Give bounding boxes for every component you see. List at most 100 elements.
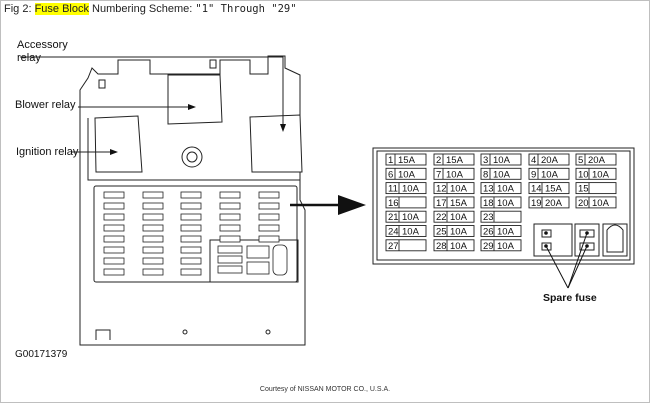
fuse-amperage: 10A xyxy=(450,241,468,252)
block-fuse-slot xyxy=(103,202,125,210)
fuse-amperage: 10A xyxy=(497,241,515,252)
fuse-cell-box xyxy=(575,182,617,195)
block-fuse-slot xyxy=(219,235,241,243)
diagram-code: G00171379 xyxy=(15,349,68,360)
block-fuse-slot xyxy=(180,257,202,265)
fuse-number: 28 xyxy=(436,241,447,252)
fuse-cell-box xyxy=(480,196,522,209)
fuse-amperage: 20A xyxy=(545,198,563,209)
block-fuse-slot xyxy=(142,202,164,210)
accessory-relay-label: Accessory relay xyxy=(17,39,68,64)
fuse-amperage: 10A xyxy=(493,169,511,180)
fuse-number: 21 xyxy=(388,212,399,223)
block-fuse-slot xyxy=(142,213,164,221)
fuse-cell-box xyxy=(433,182,475,195)
fuse-amperage: 10A xyxy=(402,184,420,195)
fuse-amperage: 20A xyxy=(588,155,606,166)
ignition-relay-shape xyxy=(94,115,143,173)
spare-fuse-leaders xyxy=(545,232,588,289)
block-fuse-slot xyxy=(180,202,202,210)
block-fuse-slot xyxy=(258,213,280,221)
fuse-number: 5 xyxy=(578,155,583,166)
fuse-number: 23 xyxy=(483,212,494,223)
figure-title: Fig 2: Fuse Block Numbering Scheme: "1" … xyxy=(4,3,297,15)
block-fuse-slot xyxy=(219,213,241,221)
block-fuse-slot xyxy=(142,268,164,276)
block-fuse-slot xyxy=(219,202,241,210)
fuse-amperage: 15A xyxy=(450,198,468,209)
title-prefix: Fig 2: xyxy=(4,3,35,15)
fuse-number: 20 xyxy=(578,198,589,209)
fuse-number: 12 xyxy=(436,184,447,195)
fuse-number: 9 xyxy=(531,169,536,180)
fuse-amperage: 10A xyxy=(497,198,515,209)
fuse-number: 4 xyxy=(531,155,536,166)
fuse-number: 26 xyxy=(483,227,494,238)
fuse-cell-5: 5 20A xyxy=(575,153,617,166)
fuse-number: 16 xyxy=(388,198,399,209)
fuse-amperage: 10A xyxy=(450,227,468,238)
fuse-number: 15 xyxy=(578,184,589,195)
fuse-number: 6 xyxy=(388,169,393,180)
credit-text: Courtesy of NISSAN MOTOR CO., U.S.A. xyxy=(259,386,391,393)
block-fuse-slot xyxy=(142,246,164,254)
fuse-cell-box xyxy=(480,182,522,195)
fuse-cell-box xyxy=(480,153,522,166)
block-fuse-slot xyxy=(258,191,280,199)
fuse-cell-box xyxy=(480,239,522,252)
fuse-cell-box xyxy=(385,239,427,252)
fuse-cell-box xyxy=(433,153,475,166)
block-fuse-slot xyxy=(103,235,125,243)
fuse-number: 29 xyxy=(483,241,494,252)
fuse-cell-16: 16 xyxy=(385,196,427,209)
blower-relay-shape xyxy=(167,74,223,125)
fuse-cell-box xyxy=(385,153,427,166)
fuse-number: 10 xyxy=(578,169,589,180)
title-scheme: "1" Through "29" xyxy=(195,3,297,15)
fuse-cell-box xyxy=(480,167,522,180)
fuse-number: 25 xyxy=(436,227,447,238)
fuse-cell-23: 23 xyxy=(480,210,522,223)
fuse-cell-box xyxy=(528,196,570,209)
block-fuse-slot xyxy=(103,246,125,254)
block-fuse-slot xyxy=(180,213,202,221)
fuse-amperage: 10A xyxy=(592,169,610,180)
spare-fuse-label: Spare fuse xyxy=(543,292,597,304)
block-fuse-slot xyxy=(219,224,241,232)
fuse-amperage: 10A xyxy=(446,169,464,180)
fuse-cell-box xyxy=(385,225,427,237)
block-fuse-slot xyxy=(103,257,125,265)
fuse-cell-box xyxy=(528,167,570,180)
block-fuse-slot xyxy=(142,235,164,243)
fuse-cell-box xyxy=(433,210,475,223)
block-fuse-slot xyxy=(142,224,164,232)
block-fuse-slot xyxy=(103,213,125,221)
fuse-panel xyxy=(372,147,635,265)
fuse-cell-box xyxy=(433,167,475,180)
fuse-cell-box xyxy=(528,182,570,195)
fuse-number: 17 xyxy=(436,198,447,209)
blower-relay-label: Blower relay xyxy=(15,99,76,111)
block-fuse-slot xyxy=(180,191,202,199)
fuse-amperage: 10A xyxy=(398,169,416,180)
fuse-number: 14 xyxy=(531,184,542,195)
fuse-cell-box xyxy=(575,196,617,209)
fuse-amperage: 10A xyxy=(450,212,468,223)
fuse-amperage: 15A xyxy=(398,155,416,166)
fuse-amperage: 10A xyxy=(592,198,610,209)
